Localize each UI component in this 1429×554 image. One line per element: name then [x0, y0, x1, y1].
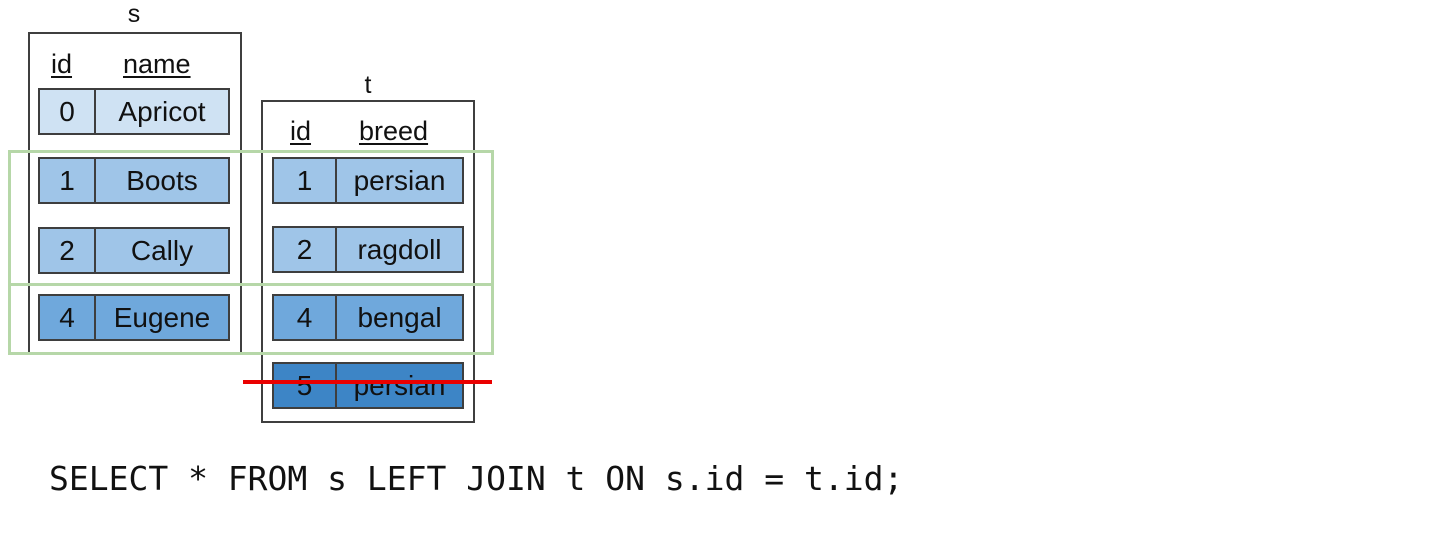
table-t-cell-id: 5 [274, 364, 337, 407]
table-s-row: 2 Cally [38, 227, 230, 274]
table-s-row: 0 Apricot [38, 88, 230, 135]
table-t-header-breed: breed [359, 116, 429, 146]
table-t-cell-breed: persian [353, 164, 446, 196]
table-s-cell-id: 4 [40, 296, 96, 339]
table-t-cell-breed: ragdoll [357, 233, 442, 265]
table-t-label: t [364, 71, 372, 99]
join-match-box [8, 283, 494, 355]
table-t-row: 2 ragdoll [272, 226, 464, 273]
sql-query: SELECT * FROM s LEFT JOIN t ON s.id = t.… [49, 459, 904, 498]
table-s-header-id: id [51, 49, 73, 79]
table-s-cell-id: 2 [40, 229, 96, 272]
table-s-cell-name: Boots [126, 164, 198, 196]
table-t-row: 1 persian [272, 157, 464, 204]
table-t-frame [261, 100, 475, 423]
table-s-row: 4 Eugene [38, 294, 230, 341]
join-match-box [8, 150, 494, 286]
table-t-cell-id: 1 [274, 159, 337, 202]
table-s-header-name: name [123, 49, 191, 79]
excluded-row-strike [243, 380, 492, 384]
table-t-header-id: id [290, 116, 312, 146]
table-t-row: 5 persian [272, 362, 464, 409]
table-s-cell-name: Eugene [113, 301, 211, 333]
table-s-label: s [127, 0, 141, 28]
table-t-cell-breed: persian [353, 369, 446, 401]
table-t-cell-id: 2 [274, 228, 337, 271]
table-t-cell-breed: bengal [357, 301, 442, 333]
table-s-row: 1 Boots [38, 157, 230, 204]
table-s-cell-name: Apricot [118, 95, 206, 127]
table-t-row: 4 bengal [272, 294, 464, 341]
table-t-cell-id: 4 [274, 296, 337, 339]
table-s-cell-name: Cally [130, 234, 194, 266]
table-s-cell-id: 0 [40, 90, 96, 133]
table-s-cell-id: 1 [40, 159, 96, 202]
